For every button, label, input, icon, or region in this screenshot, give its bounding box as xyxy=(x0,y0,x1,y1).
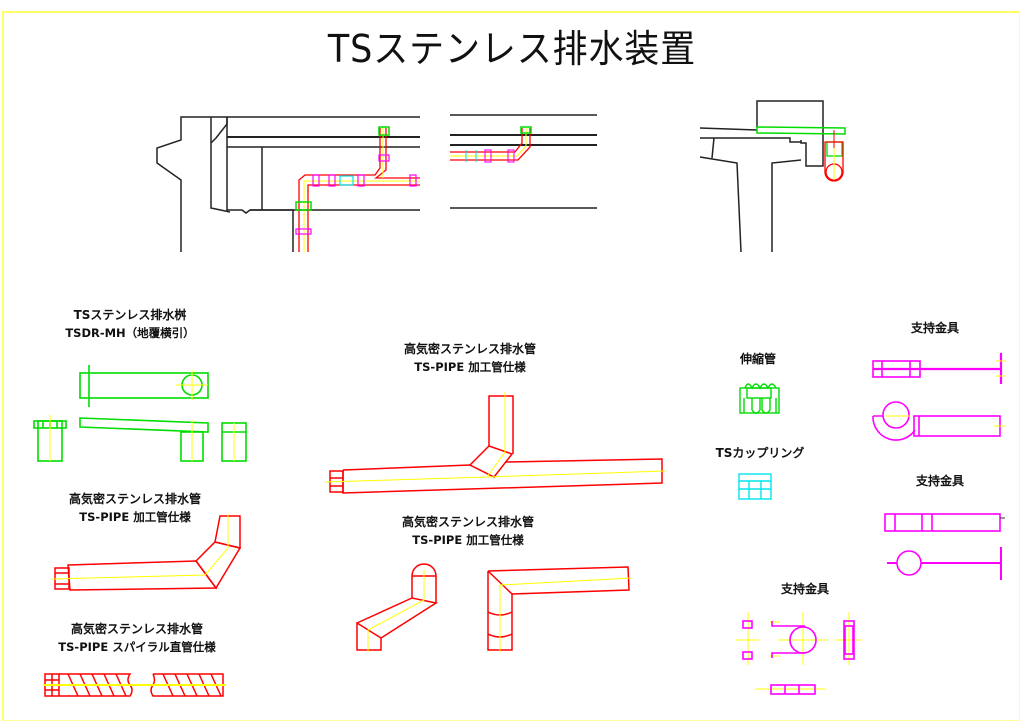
pipe-bend-spec-label: TS-PIPE 加工管仕様 xyxy=(79,510,191,524)
pipe-elbows-label: 高気密ステンレス排水管 xyxy=(401,515,534,529)
catch-basin-centerlines xyxy=(49,370,235,461)
bracket-3-label: 支持金具 xyxy=(780,582,829,596)
section-view-left xyxy=(156,116,420,252)
branch-pipe-centerline-a xyxy=(324,392,506,483)
pipe-bend-drawing xyxy=(54,515,242,591)
coupling-drawing xyxy=(738,473,772,500)
bracket-1-centerlines xyxy=(885,360,1006,427)
branch-pipe-drawing xyxy=(329,395,663,494)
elbow-pipe-right-centerline xyxy=(499,577,633,652)
catch-basin-label: TSステンレス排水桝 xyxy=(73,308,187,322)
expansion-joint-drawing xyxy=(739,383,780,414)
catch-basin-model-label: TSDR-MH（地覆横引） xyxy=(65,326,195,340)
bracket-1-drawing xyxy=(872,353,1003,441)
drawing-border xyxy=(2,11,1020,721)
bracket-1-label: 支持金具 xyxy=(910,321,959,335)
pipe-bend-label: 高気密ステンレス排水管 xyxy=(68,492,201,506)
section-view-right xyxy=(699,100,824,253)
bracket-2-drawing xyxy=(884,513,1005,580)
bracket-3-centerlines xyxy=(736,612,862,690)
elbow-pipe-left-centerline xyxy=(367,570,425,652)
bracket-3-drawing xyxy=(742,620,855,695)
catch-basin-drawing xyxy=(33,365,247,462)
bracket-2-label: 支持金具 xyxy=(915,474,964,488)
section-view-middle xyxy=(450,114,597,209)
drain-outlet-right xyxy=(756,126,846,182)
branch-pipe-centerline-b xyxy=(486,470,667,478)
elbow-pipe-left-drawing xyxy=(355,563,438,651)
pipe-branch-label: 高気密ステンレス排水管 xyxy=(403,342,536,356)
pipe-elbows-spec-label: TS-PIPE 加工管仕様 xyxy=(412,533,524,547)
drain-pipe-run-left xyxy=(295,126,420,252)
pipe-branch-spec-label: TS-PIPE 加工管仕様 xyxy=(414,360,526,374)
pipe-spiral-label: 高気密ステンレス排水管 xyxy=(70,622,203,636)
drain-pipe-run-middle xyxy=(450,126,532,163)
pipe-bend-centerline xyxy=(51,514,229,580)
expansion-joint-label: 伸縮管 xyxy=(739,352,776,366)
drawing-title: TSステンレス排水装置 xyxy=(327,27,697,71)
pipe-spiral-spec-label: TS-PIPE スパイラル直管仕様 xyxy=(58,640,216,654)
coupling-label: TSカップリング xyxy=(715,446,805,460)
